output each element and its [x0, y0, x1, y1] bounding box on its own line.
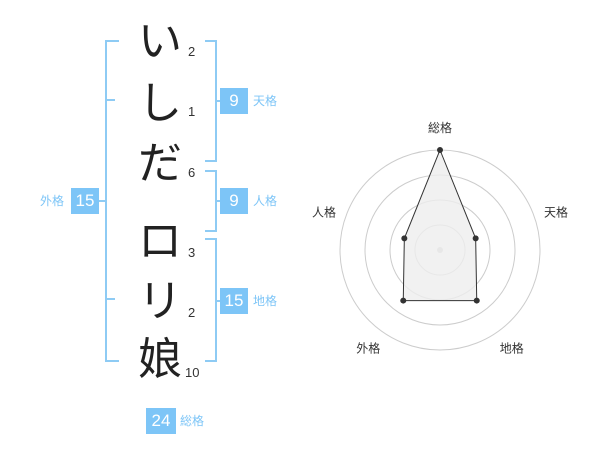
radar-axis-label: 天格 [544, 204, 568, 219]
gaikaku-label: 外格 [40, 194, 65, 208]
name-char: し [138, 78, 182, 129]
jinkaku-tick [215, 200, 221, 202]
stroke-count: 6 [188, 165, 196, 180]
stroke-count: 1 [188, 104, 196, 119]
chikaku-tick [215, 300, 221, 302]
stroke-count: 2 [188, 305, 196, 320]
radar-axis-label: 総格 [428, 120, 452, 135]
radar-point-3 [400, 297, 407, 304]
stroke-count: 3 [188, 245, 196, 260]
radar-axis-label: 地格 [500, 341, 524, 356]
radar-point-4 [401, 235, 408, 242]
tenkaku-tick [215, 100, 221, 102]
jinkaku-badge: 9 [220, 188, 248, 214]
radar-point-0 [437, 147, 443, 153]
tenkaku-badge: 9 [220, 88, 248, 114]
radar-series-area [402, 148, 478, 302]
name-char: 娘 [138, 334, 182, 385]
gaikaku-inner-tick [107, 99, 115, 101]
name-char: い [138, 16, 182, 67]
stroke-count: 10 [185, 365, 200, 380]
radar-axis-label: 人格 [312, 204, 336, 219]
gaikaku-tick [97, 200, 105, 202]
stroke-count: 2 [188, 44, 196, 59]
jinkaku-label: 人格 [253, 194, 278, 208]
gaikaku-bracket [105, 40, 119, 362]
radar-point-2 [473, 297, 480, 304]
chikaku-badge: 15 [220, 288, 248, 314]
name-char: だ [138, 138, 182, 189]
chikaku-label: 地格 [253, 294, 278, 308]
gaikaku-inner-tick [107, 298, 115, 300]
soukaku-badge: 24 [146, 408, 176, 434]
radar-axis-label: 外格 [356, 341, 380, 356]
soukaku-label: 総格 [180, 414, 205, 428]
radar-point-1 [472, 235, 479, 242]
gaikaku-badge: 15 [71, 188, 99, 214]
tenkaku-label: 天格 [253, 94, 278, 108]
name-char: リ [138, 276, 182, 327]
name-char: ロ [138, 216, 182, 267]
